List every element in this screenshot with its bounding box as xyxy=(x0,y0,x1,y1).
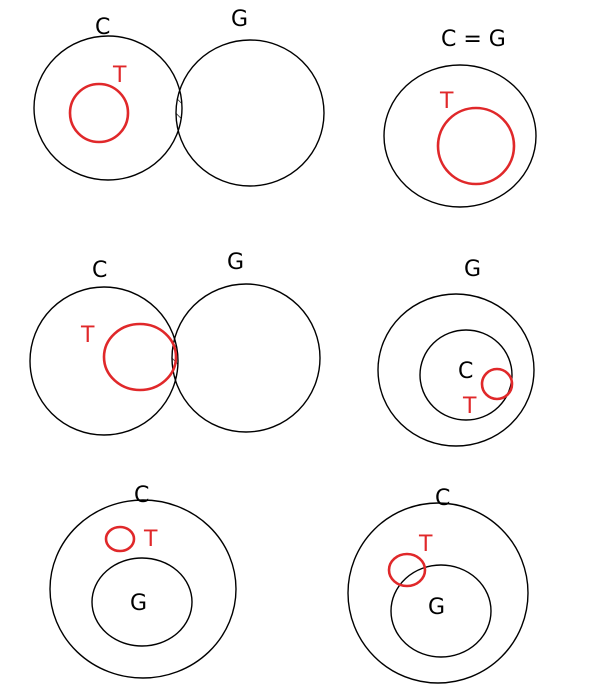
circle-t xyxy=(480,367,514,401)
diagram-2-equal: C = G T xyxy=(383,27,537,208)
label-t: T xyxy=(439,89,454,114)
diagram-1-overlap: C G T xyxy=(33,7,325,187)
label-t: T xyxy=(418,532,433,557)
circle-t xyxy=(104,525,136,553)
label-c: C xyxy=(134,483,149,508)
circle-g xyxy=(91,557,193,647)
label-c: C xyxy=(458,359,473,384)
intersection-hatch xyxy=(176,40,182,180)
circle-t xyxy=(68,82,130,144)
diagram-6-nested: C G T xyxy=(347,486,529,684)
label-t: T xyxy=(462,394,477,419)
label-c: C xyxy=(435,486,450,511)
label-c: C xyxy=(95,15,110,40)
label-g: G xyxy=(464,257,481,282)
label-t: T xyxy=(143,527,158,552)
label-t: T xyxy=(112,63,127,88)
circle-g xyxy=(171,283,321,433)
label-g: G xyxy=(428,595,445,620)
diagram-3-overlap: C G T xyxy=(29,250,321,436)
circle-t xyxy=(387,552,427,588)
label-c: C xyxy=(92,258,107,283)
circle-c xyxy=(33,35,183,181)
circle-c xyxy=(347,502,529,684)
diagram-4-nested: G C T xyxy=(377,257,535,447)
circle-g xyxy=(390,564,492,658)
intersection-hatch xyxy=(172,287,178,432)
circle-g xyxy=(175,39,325,187)
circle-c xyxy=(419,329,513,421)
circle-t xyxy=(436,106,516,186)
circle-g xyxy=(377,293,535,447)
label-g: G xyxy=(227,250,244,275)
circle-c xyxy=(49,499,237,679)
circle-c-equals-g xyxy=(383,64,537,208)
circle-c xyxy=(29,286,179,436)
label-g: G xyxy=(231,7,248,32)
diagram-5-nested: C G T xyxy=(49,483,237,679)
label-t: T xyxy=(80,323,95,348)
label-g: G xyxy=(130,591,147,616)
label-c-equals-g: C = G xyxy=(441,27,506,52)
circle-t xyxy=(102,322,178,392)
